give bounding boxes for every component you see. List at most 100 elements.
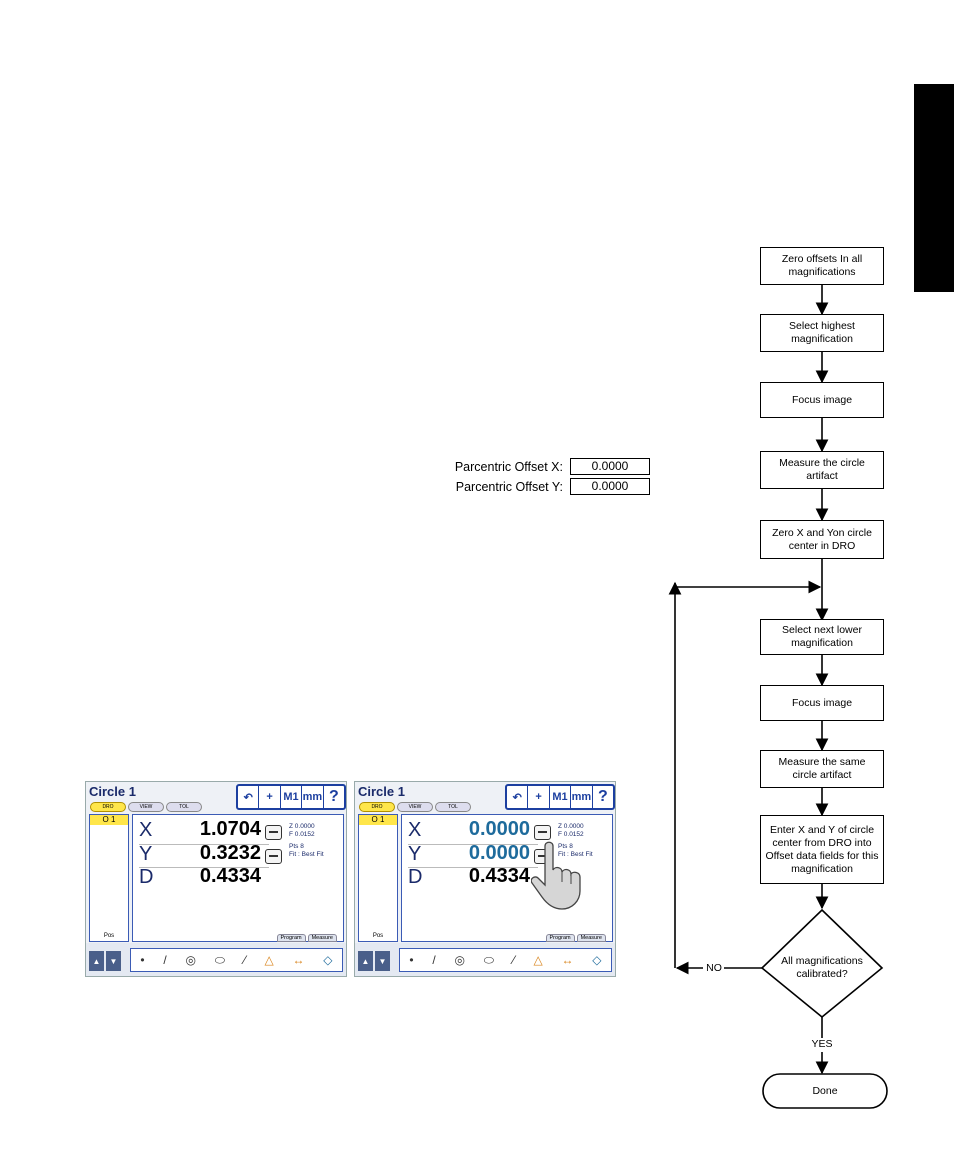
- pts-readout: Pts 8: [558, 843, 573, 850]
- flow-no-label: NO: [704, 962, 724, 975]
- crosshair-icon[interactable]: +: [259, 786, 281, 808]
- flow-step-7: Focus image: [760, 685, 884, 721]
- tool-bar: ▲ ▼ • / ◎ ⬭ ⁄ △ ↔ ◇: [355, 943, 615, 976]
- d-axis-label: D: [408, 866, 423, 888]
- divider: [139, 844, 269, 845]
- divider: [139, 867, 269, 868]
- magnification-button[interactable]: M1: [281, 786, 303, 808]
- dro-toolbar: ↶ + M1 mm ?: [236, 784, 346, 810]
- tol-pill[interactable]: TOL: [166, 802, 202, 812]
- scroll-up-icon[interactable]: ▲: [358, 951, 373, 971]
- tab-measure[interactable]: Measure: [576, 934, 606, 942]
- angle-icon[interactable]: △: [533, 953, 543, 967]
- tab-program[interactable]: Program: [545, 934, 575, 942]
- circle-icon[interactable]: ◎: [454, 953, 465, 967]
- x-value: 1.0704: [199, 818, 261, 840]
- slot-icon[interactable]: ⬭: [483, 952, 494, 967]
- flow-decision: All magnifications calibrated?: [781, 955, 863, 980]
- pts-readout: Pts 8: [289, 843, 304, 850]
- undo-icon[interactable]: ↶: [507, 786, 529, 808]
- y-axis-label: Y: [408, 843, 422, 865]
- view-pill[interactable]: VIEW: [397, 802, 433, 812]
- dro-readout: X 0.0000 Y 0.0000 D 0.4334 Z 0.0000 F 0.…: [401, 814, 613, 942]
- feature-list-item[interactable]: O 1: [359, 815, 397, 825]
- dro-readout: X 1.0704 Y 0.3232 D 0.4334 Z 0.0000 F 0.…: [132, 814, 344, 942]
- dro-screen-before: Circle 1 ↶ + M1 mm ? DRO VIEW TOL O 1 Po…: [85, 781, 347, 977]
- f-readout: F 0.0152: [558, 831, 584, 838]
- tool-bar: ▲ ▼ • / ◎ ⬭ ⁄ △ ↔ ◇: [86, 943, 346, 976]
- x-value: 0.0000: [468, 818, 530, 840]
- z-readout: Z 0.0000: [289, 823, 315, 830]
- feature-title: Circle 1: [358, 784, 405, 799]
- scroll-down-icon[interactable]: ▼: [106, 951, 121, 971]
- dro-toolbar: ↶ + M1 mm ?: [505, 784, 615, 810]
- point-icon[interactable]: •: [140, 953, 145, 967]
- dro-pill[interactable]: DRO: [359, 802, 395, 812]
- flow-yes-label: YES: [806, 1038, 838, 1051]
- zero-x-button[interactable]: [534, 825, 551, 840]
- offset-y-label: Parcentric Offset Y:: [455, 479, 563, 494]
- distance-icon[interactable]: ⁄: [243, 953, 246, 967]
- angle-icon[interactable]: △: [264, 953, 274, 967]
- units-button[interactable]: mm: [571, 786, 593, 808]
- y-value: 0.3232: [199, 842, 261, 864]
- offset-x-field[interactable]: 0.0000: [570, 458, 650, 475]
- pos-label: Pos: [372, 933, 384, 939]
- width-icon[interactable]: ↔: [292, 953, 305, 967]
- feature-list: O 1 Pos: [358, 814, 398, 942]
- line-icon[interactable]: /: [432, 953, 436, 967]
- offset-x-row: Parcentric Offset X: 0.0000: [449, 458, 650, 475]
- undo-icon[interactable]: ↶: [238, 786, 260, 808]
- scroll-arrows: ▲ ▼: [89, 951, 121, 971]
- zero-y-button[interactable]: [265, 849, 282, 864]
- tab-measure[interactable]: Measure: [307, 934, 337, 942]
- tab-program[interactable]: Program: [276, 934, 306, 942]
- slot-icon[interactable]: ⬭: [214, 952, 225, 967]
- flow-step-2: Select highest magnification: [760, 314, 884, 352]
- line-icon[interactable]: /: [163, 953, 167, 967]
- distance-icon[interactable]: ⁄: [512, 953, 515, 967]
- fit-readout: Fit : Best Fit: [289, 851, 324, 858]
- help-icon[interactable]: ?: [597, 788, 608, 805]
- d-value: 0.4334: [199, 865, 261, 887]
- scroll-arrows: ▲ ▼: [358, 951, 390, 971]
- chapter-tab-marker: [914, 84, 954, 292]
- dro-screen-after: Circle 1 ↶ + M1 mm ? DRO VIEW TOL O 1 Po…: [354, 781, 616, 977]
- offset-x-label: Parcentric Offset X:: [454, 459, 563, 474]
- flow-step-8: Measure the same circle artifact: [760, 750, 884, 788]
- crosshair-icon[interactable]: +: [528, 786, 550, 808]
- units-button[interactable]: mm: [302, 786, 324, 808]
- flow-end: Done: [812, 1085, 838, 1097]
- dro-pill[interactable]: DRO: [90, 802, 126, 812]
- flow-step-9: Enter X and Y of circle center from DRO …: [760, 815, 884, 884]
- measure-tools: • / ◎ ⬭ ⁄ △ ↔ ◇: [130, 948, 343, 972]
- divider: [408, 844, 538, 845]
- circle-icon[interactable]: ◎: [185, 953, 196, 967]
- mode-tabs: Program Measure: [276, 934, 337, 942]
- scroll-up-icon[interactable]: ▲: [89, 951, 104, 971]
- view-pill[interactable]: VIEW: [128, 802, 164, 812]
- flow-step-4: Measure the circle artifact: [760, 451, 884, 489]
- divider: [408, 867, 538, 868]
- point-icon[interactable]: •: [409, 953, 414, 967]
- flow-step-5: Zero X and Yon circle center in DRO: [760, 520, 884, 559]
- measure-tools: • / ◎ ⬭ ⁄ △ ↔ ◇: [399, 948, 612, 972]
- flow-step-1: Zero offsets In all magnifications: [760, 247, 884, 285]
- mode-tabs: Program Measure: [545, 934, 606, 942]
- magnification-button[interactable]: M1: [550, 786, 572, 808]
- offset-y-field[interactable]: 0.0000: [570, 478, 650, 495]
- tol-pill[interactable]: TOL: [435, 802, 471, 812]
- probe-icon[interactable]: ◇: [323, 953, 333, 967]
- probe-icon[interactable]: ◇: [592, 953, 602, 967]
- d-value: 0.4334: [468, 865, 530, 887]
- scroll-down-icon[interactable]: ▼: [375, 951, 390, 971]
- feature-list-item[interactable]: O 1: [90, 815, 128, 825]
- x-axis-label: X: [408, 819, 422, 841]
- y-value: 0.0000: [468, 842, 530, 864]
- help-icon[interactable]: ?: [328, 788, 339, 805]
- d-axis-label: D: [139, 866, 154, 888]
- zero-x-button[interactable]: [265, 825, 282, 840]
- width-icon[interactable]: ↔: [561, 953, 574, 967]
- pos-label: Pos: [103, 933, 115, 939]
